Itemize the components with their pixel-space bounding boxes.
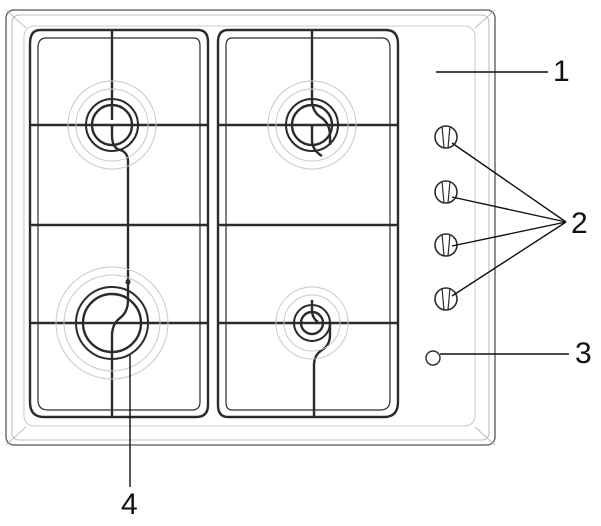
burner-top-left <box>67 80 157 170</box>
burner-bottom-right <box>275 286 349 360</box>
leader-lines <box>129 71 569 487</box>
callout-4: 4 <box>121 488 138 521</box>
leader-line-2c <box>451 221 567 247</box>
control-knob-1 <box>434 125 458 149</box>
callout-2: 2 <box>571 207 588 240</box>
leader-line-2d <box>451 221 567 297</box>
ignition-button <box>425 350 441 366</box>
callout-3: 3 <box>575 337 592 370</box>
burner-bottom-left <box>55 266 169 380</box>
control-knob-4 <box>434 287 458 311</box>
hob-panel <box>5 9 496 446</box>
leader-line-2a <box>451 142 567 223</box>
callout-1: 1 <box>553 55 570 88</box>
leader-line-2b <box>451 196 567 223</box>
control-knob-3 <box>434 233 458 257</box>
control-knob-2 <box>434 180 458 204</box>
pan-support-left <box>28 28 210 419</box>
burner-top-right <box>267 80 357 170</box>
